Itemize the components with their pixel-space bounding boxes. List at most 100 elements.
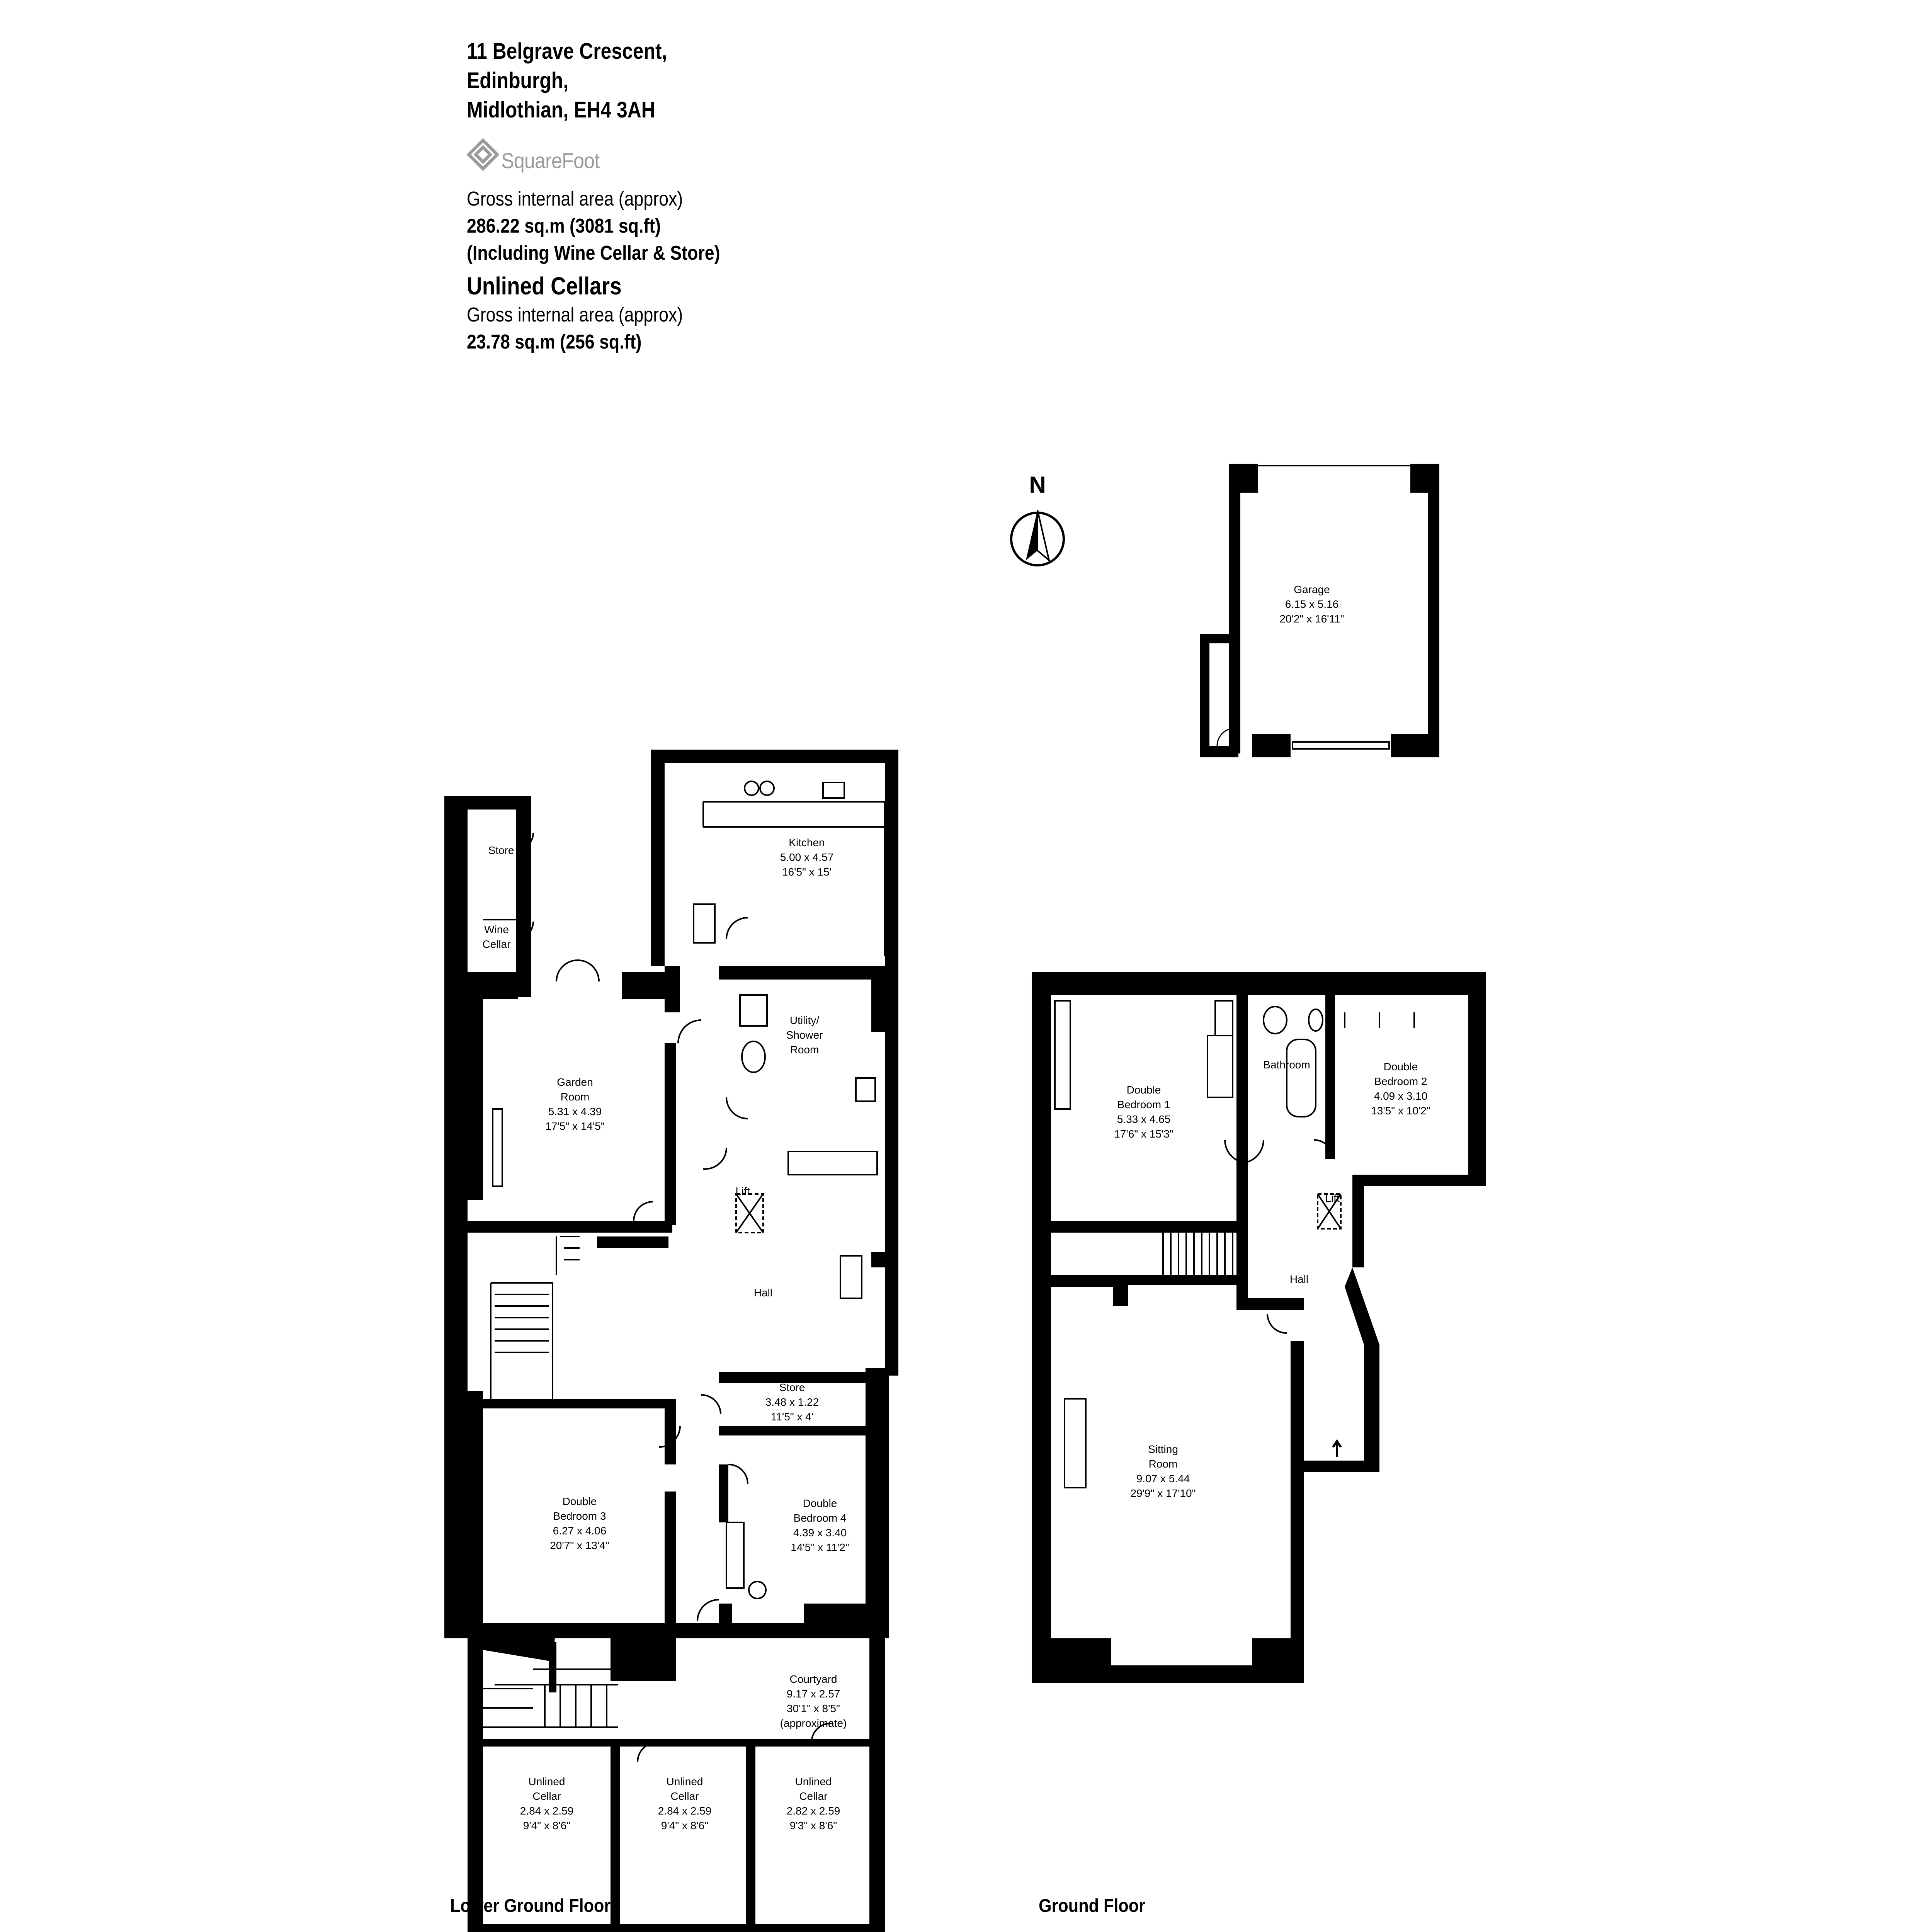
lgf-fixtures: [483, 781, 886, 1762]
cellars-wall-2: [746, 1739, 755, 1924]
lgf-wall-bed3-east: [665, 1399, 676, 1464]
lgf-wall-garden-west: [468, 999, 483, 1200]
room-label-line: Lift: [735, 1185, 750, 1197]
room-label-line: Sitting: [1148, 1443, 1178, 1455]
entrance-arrow-icon: [1332, 1439, 1342, 1457]
room-label-line: Unlined: [667, 1776, 703, 1787]
room-label-line: Garage: [1294, 583, 1330, 595]
lgf-door-swings-2: [703, 1097, 748, 1170]
room-label-hall-ground: Hall: [1290, 1273, 1308, 1285]
garage: [1200, 464, 1439, 757]
lgf-wall-west: [444, 796, 468, 1638]
lgf-wall-bed4-sw: [719, 1604, 732, 1638]
lgf-wall-bed3-bay: [483, 1623, 556, 1662]
main-area-caption: Gross internal area (approx): [467, 188, 683, 210]
lgf-wall-east-upper: [885, 750, 898, 1376]
utility-counter: [787, 1151, 878, 1175]
room-label-line: 6.27 x 4.06: [553, 1525, 607, 1537]
lgf-wall-bed4-west: [719, 1464, 728, 1522]
room-label-line: Cellar: [482, 938, 510, 950]
gf-wall-sitting-nw: [1113, 1275, 1128, 1306]
room-label-line: 5.33 x 4.65: [1117, 1113, 1171, 1125]
lgf-wall-util-nw: [665, 966, 680, 1012]
room-label-line: Cellar: [799, 1790, 827, 1802]
room-label-line: 29'9" x 17'10": [1130, 1487, 1196, 1499]
bed1-wardrobe-right: [1207, 1035, 1233, 1098]
cellars-area-caption: Gross internal area (approx): [467, 304, 683, 326]
garage-wall-s3: [1391, 734, 1439, 757]
north-compass: N: [1010, 472, 1065, 566]
lgf-staircase-outline: [490, 1282, 553, 1399]
gf-wall-north: [1032, 972, 1486, 995]
gf-wall-west: [1032, 972, 1051, 1683]
room-label-line: 5.31 x 4.39: [548, 1105, 602, 1117]
kitchen-sink: [822, 782, 845, 799]
lgf-stair-fixture: [693, 903, 716, 944]
lgf-wall-garden-nw: [468, 972, 518, 999]
room-label-line: Store: [779, 1381, 805, 1393]
cellars-area-value: 23.78 sq.m (256 sq.ft): [467, 331, 642, 353]
gf-wall-south: [1032, 1665, 1304, 1683]
room-label-line: 11'5" x 4': [771, 1411, 813, 1423]
lgf-wall-store-south: [719, 1426, 873, 1435]
sitting-fireplace: [1064, 1398, 1087, 1488]
hob-ring-2: [759, 781, 775, 796]
room-label-line: Double: [803, 1497, 837, 1509]
gf-door-swings-2: [1267, 1139, 1334, 1334]
room-label-line: Room: [790, 1044, 819, 1056]
lift-shaft-ground: [1317, 1193, 1342, 1230]
room-label-line: 2.82 x 2.59: [787, 1805, 840, 1817]
garage-door-swing: [1216, 728, 1235, 746]
room-label-line: 14'5" x 11'2": [791, 1541, 849, 1553]
shower-tray: [739, 994, 768, 1027]
gf-wall-hall-east: [1345, 1267, 1379, 1472]
lift-shaft-lower: [735, 1193, 764, 1233]
room-label-line: 20'2" x 16'11": [1279, 613, 1344, 625]
cellars-wall-1: [611, 1739, 620, 1924]
address-line-2: Edinburgh,: [467, 68, 569, 93]
room-label-line: 9.17 x 2.57: [787, 1688, 840, 1700]
room-label-line: 5.00 x 4.57: [780, 851, 834, 863]
gf-wall-sitting-north: [1128, 1275, 1244, 1285]
room-label-line: 13'5" x 10'2": [1371, 1105, 1430, 1117]
lgf-door-swings-5: [637, 1599, 831, 1762]
bed1-basin-unit: [1214, 1000, 1233, 1036]
room-label-line: 20'7" x 13'4": [550, 1539, 609, 1551]
address-line-3: Midlothian, EH4 3AH: [467, 97, 655, 122]
room-label-line: 9'4" x 8'6": [523, 1820, 570, 1832]
squarefoot-logo-icon: [466, 138, 500, 171]
room-label-line: (approximate): [780, 1717, 847, 1729]
lgf-wall-bed3-se: [611, 1627, 676, 1681]
bathtub: [1286, 1039, 1316, 1117]
lgf-wall-east-notch: [871, 1252, 898, 1267]
room-label-line: 6.15 x 5.16: [1285, 598, 1339, 610]
room-label-store-top: Store: [488, 844, 514, 856]
room-label-line: 17'6" x 15'3": [1114, 1128, 1173, 1140]
room-label-line: Lift: [1325, 1192, 1340, 1204]
gf-wc: [1263, 1006, 1287, 1034]
address-line-1: 11 Belgrave Crescent,: [467, 39, 667, 64]
lgf-wall-util-north: [719, 966, 898, 980]
cellars-area-heading: Unlined Cellars: [467, 272, 622, 300]
courtyard-stair-steps: [495, 1684, 618, 1727]
lgf-wall-garden-south: [468, 1221, 672, 1233]
gf-wall-lift-east: [1352, 1175, 1364, 1267]
lgf-wall-north-kitchen: [651, 750, 898, 763]
gf-wall-hall-south: [1236, 1298, 1304, 1310]
room-label-line: Room: [1149, 1458, 1178, 1470]
room-label-line: Kitchen: [789, 837, 825, 849]
gf-door-swings-1: [1224, 1139, 1264, 1164]
room-label-line: Bedroom 2: [1374, 1075, 1427, 1087]
courtyard-stairs: [483, 1668, 618, 1728]
ground-floor: [1032, 972, 1486, 1683]
room-label-line: 16'5" x 15': [782, 866, 832, 878]
garden-fireplace: [492, 1108, 503, 1187]
compass-arrow-half: [1037, 510, 1051, 563]
gf-wall-bed2-south: [1352, 1175, 1486, 1186]
gf-wall-bed1-south: [1051, 1221, 1244, 1233]
courtyard-wall-east: [869, 1638, 885, 1932]
room-label-line: 9'4" x 8'6": [661, 1820, 708, 1832]
